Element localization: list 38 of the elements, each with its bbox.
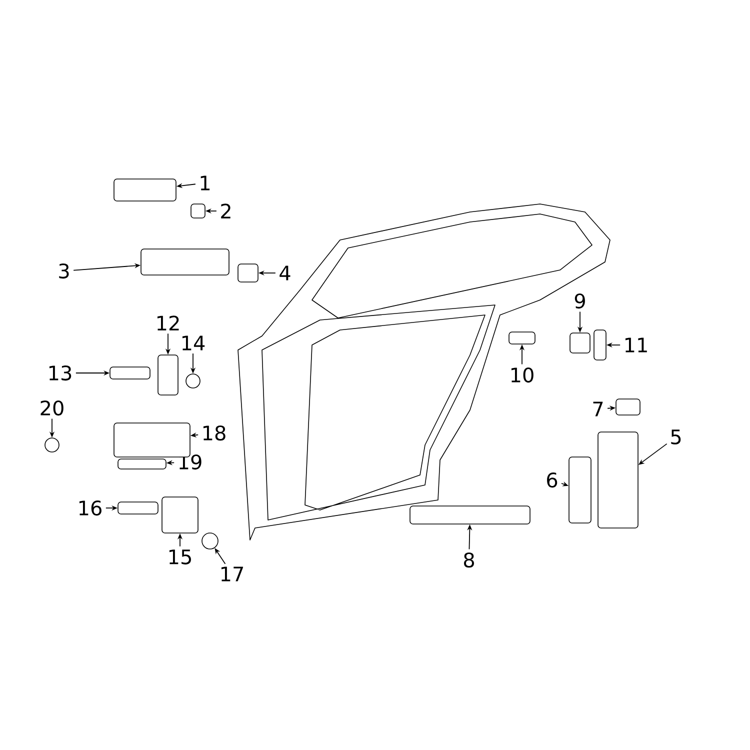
part-drawing <box>118 502 158 514</box>
callout-number: 8 <box>464 552 474 568</box>
callout-number: 10 <box>511 367 534 383</box>
callout-number: 17 <box>221 566 243 582</box>
callout-number: 4 <box>280 266 290 280</box>
part-drawing <box>570 332 590 354</box>
callout-number: 11 <box>625 338 647 352</box>
callout-number: 5 <box>671 430 681 444</box>
part-drawing <box>110 366 150 380</box>
callout-number: 9 <box>574 293 585 309</box>
part-drawing <box>190 204 206 218</box>
callout-number: 3 <box>59 263 69 279</box>
part-drawing <box>118 458 166 470</box>
part-drawing <box>44 438 60 452</box>
part-drawing <box>114 178 176 202</box>
callout-number: 12 <box>157 316 179 330</box>
callout-number: 16 <box>79 500 102 516</box>
callout-number: 6 <box>547 472 558 488</box>
callout-number: 14 <box>182 336 205 350</box>
callout-number: 18 <box>203 425 226 441</box>
part-drawing <box>568 456 592 524</box>
callout-number: 7 <box>593 402 603 416</box>
callout-number: 2 <box>221 204 230 218</box>
part-drawing <box>158 354 178 396</box>
part-drawing <box>598 432 638 528</box>
part-drawing <box>616 398 640 416</box>
part-drawing <box>594 330 606 360</box>
part-drawing <box>410 506 530 524</box>
part-drawing <box>186 374 200 388</box>
part-drawing <box>202 532 218 550</box>
part-drawing <box>508 332 536 344</box>
part-drawing <box>238 264 258 282</box>
callout-number: 15 <box>169 550 191 564</box>
part-drawing <box>162 496 198 534</box>
callout-number: 1 <box>200 176 210 190</box>
callout-number: 13 <box>49 365 72 381</box>
callout-number: 20 <box>40 400 64 416</box>
part-drawing <box>140 248 230 276</box>
